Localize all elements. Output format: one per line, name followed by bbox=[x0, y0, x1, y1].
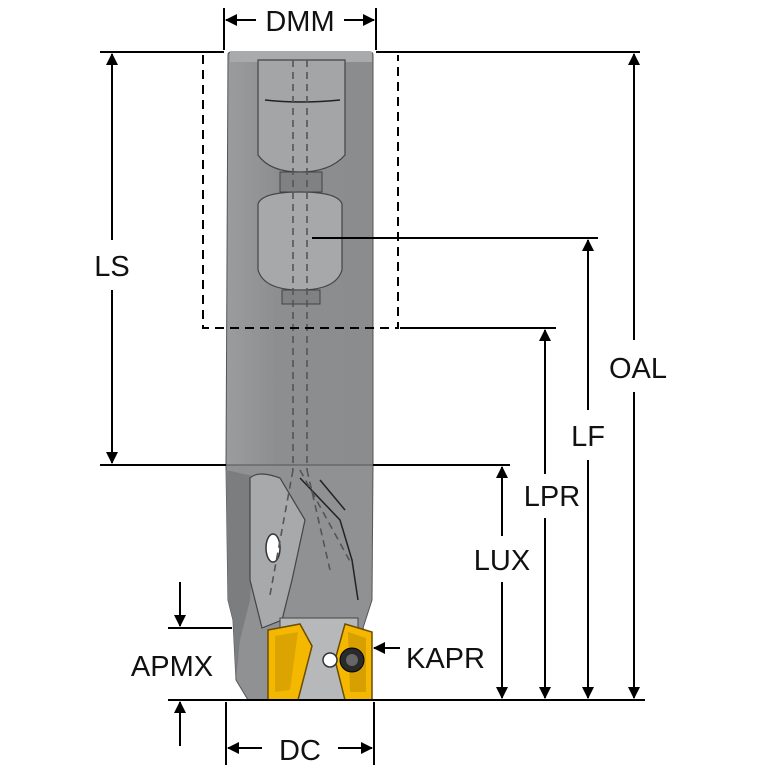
flute-edge-2 bbox=[319, 479, 346, 511]
label-dmm: DMM bbox=[265, 6, 334, 38]
label-kapr: KAPR bbox=[406, 643, 485, 675]
label-lpr: LPR bbox=[524, 481, 580, 513]
label-dc: DC bbox=[279, 735, 321, 767]
label-oal: OAL bbox=[609, 353, 667, 385]
label-lf: LF bbox=[571, 421, 605, 453]
pocket-neck bbox=[279, 171, 323, 193]
label-ls: LS bbox=[94, 251, 129, 283]
lower-pocket bbox=[257, 191, 343, 291]
coolant-channel bbox=[292, 60, 308, 470]
coolant-channel-branch bbox=[269, 469, 353, 596]
tool-body bbox=[225, 51, 374, 701]
lower-pocket-neck bbox=[281, 289, 321, 305]
upper-pocket-rim bbox=[264, 99, 341, 103]
label-apmx: APMX bbox=[131, 651, 213, 683]
dimension-arrows bbox=[106, 14, 640, 754]
dimension-labels: DMM LS OAL LF LPR LUX APMX KAPR DC bbox=[94, 6, 667, 767]
clamping-zone-outline bbox=[202, 55, 399, 329]
insert-screw-hole bbox=[322, 652, 338, 668]
coolant-hole bbox=[265, 533, 281, 563]
upper-pocket bbox=[257, 59, 346, 173]
shank-top-cap bbox=[230, 52, 372, 62]
insert-left-facet bbox=[275, 632, 298, 692]
insert-screw-head bbox=[346, 654, 358, 666]
label-lux: LUX bbox=[474, 545, 530, 577]
reference-lines bbox=[100, 8, 645, 765]
flute-edge bbox=[299, 477, 359, 601]
